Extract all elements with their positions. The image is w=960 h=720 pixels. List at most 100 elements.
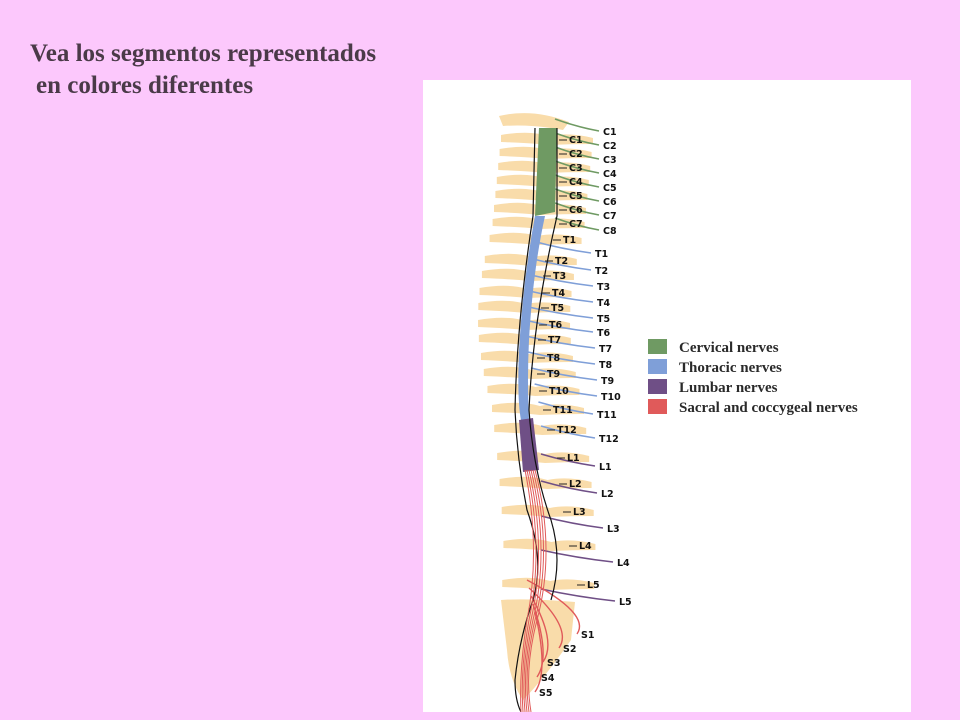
- vertebra-label: L4: [579, 541, 592, 552]
- nerve-label: C1: [603, 127, 617, 138]
- nerve-root: [554, 146, 600, 160]
- nerve-root-sacral: [530, 595, 549, 663]
- vertebra-label: T6: [549, 320, 562, 331]
- slide-title: Vea los segmentos representados en color…: [30, 38, 376, 102]
- nerve-label: T7: [599, 344, 612, 355]
- vertebra-label: L3: [573, 507, 586, 518]
- nerve-label: L2: [601, 489, 614, 500]
- atlas-bone: [499, 113, 569, 130]
- nerve-label-sacral: S3: [547, 658, 560, 669]
- nerve-root: [554, 217, 600, 231]
- vertebra-label: T4: [552, 288, 565, 299]
- nerve-label: T12: [599, 434, 619, 445]
- nerve-label: T4: [597, 298, 610, 309]
- vertebra-L5: [502, 577, 595, 590]
- nerve-root: [540, 515, 604, 529]
- nerve-root: [538, 401, 594, 415]
- vertebra-label: T2: [555, 256, 568, 267]
- nerve-label: T1: [595, 249, 608, 260]
- vertebra-label: C1: [569, 135, 583, 146]
- cord-lumbar: [519, 418, 539, 472]
- nerve-label: T3: [597, 282, 610, 293]
- nerve-label: C7: [603, 211, 617, 222]
- nerve-root: [540, 480, 598, 494]
- legend-swatch-thoracic: [648, 359, 667, 374]
- vertebra-label: C5: [569, 191, 583, 202]
- legend-swatch-sacral: [648, 399, 667, 414]
- vertebra-label: C2: [569, 149, 583, 160]
- nerve-root-sacral: [528, 587, 564, 649]
- cauda-strand: [520, 469, 535, 712]
- nerve-label: C3: [603, 155, 617, 166]
- nerve-root: [554, 174, 600, 188]
- nerve-label: C2: [603, 141, 617, 152]
- legend: Cervical nerves Thoracic nerves Lumbar n…: [648, 339, 858, 416]
- vertebra-label: C7: [569, 219, 583, 230]
- vertebra-label: T3: [553, 271, 566, 282]
- nerve-root: [527, 351, 596, 365]
- vertebra-T10: [487, 383, 580, 396]
- nerve-label: T2: [595, 266, 608, 277]
- nerve-label: T10: [601, 392, 621, 403]
- vertebra-T9: [483, 366, 576, 379]
- nerve-label: T8: [599, 360, 612, 371]
- title-line-2: en colores diferentes: [36, 72, 254, 99]
- vertebra-label: T1: [563, 235, 576, 246]
- nerve-label: L3: [607, 524, 620, 535]
- nerve-label: L1: [599, 462, 612, 473]
- vertebra-label: C6: [569, 205, 583, 216]
- nerve-label-sacral: S4: [541, 673, 555, 684]
- nerve-label: T11: [597, 410, 617, 421]
- vertebra-label: T10: [549, 386, 569, 397]
- nerve-label-sacral: S1: [581, 630, 594, 641]
- nerve-root: [534, 383, 598, 397]
- vertebra-label: C3: [569, 163, 583, 174]
- cauda-strand: [523, 469, 540, 712]
- nerve-label: C4: [603, 169, 617, 180]
- cord-cervical: [535, 128, 557, 216]
- spinal-cord-group: [514, 127, 558, 712]
- nerve-label: L4: [617, 558, 630, 569]
- nerve-root: [524, 319, 594, 333]
- nerve-label: T5: [597, 314, 610, 325]
- nerve-root: [554, 132, 600, 146]
- nerve-root: [540, 549, 614, 563]
- nerve-root: [540, 425, 596, 439]
- cauda-strand: [524, 469, 542, 712]
- nerve-root: [540, 453, 596, 467]
- nerve-root: [540, 588, 616, 602]
- nerve-label: L5: [619, 597, 632, 608]
- vertebra-label: C4: [569, 177, 583, 188]
- vertebra-label: T11: [553, 405, 573, 416]
- nerve-label-sacral: S5: [539, 688, 552, 699]
- title-line-1: Vea los segmentos representados: [30, 40, 377, 67]
- nerve-label: C5: [603, 183, 617, 194]
- vertebra-L4: [503, 538, 596, 551]
- legend-label-sacral: Sacral and coccygeal nerves: [679, 400, 858, 416]
- cauda-strand: [521, 469, 537, 712]
- vertebra-label: L1: [567, 453, 580, 464]
- legend-swatch-cervical: [648, 339, 667, 354]
- legend-label-cervical: Cervical nerves: [679, 340, 779, 356]
- cauda-strand: [528, 469, 547, 712]
- nerve-root: [530, 367, 598, 381]
- dura-left: [514, 127, 539, 712]
- legend-label-lumbar: Lumbar nerves: [679, 380, 778, 396]
- nerve-label: C8: [603, 226, 617, 237]
- nerve-root: [554, 188, 600, 202]
- vertebra-label: L2: [569, 479, 582, 490]
- nerve-label: T9: [601, 376, 614, 387]
- nerve-label: C6: [603, 197, 617, 208]
- vertebra-label: L5: [587, 580, 600, 591]
- vertebra-label: T9: [547, 369, 560, 380]
- vertebra-label: T8: [547, 353, 560, 364]
- nerve-root: [554, 160, 600, 174]
- vertebra-label: T7: [548, 335, 561, 346]
- nerve-label-sacral: S2: [563, 644, 576, 655]
- cauda-strand: [526, 469, 545, 712]
- spine-illustration: C1C2C3C4C5C6C7T1T2T3T4T5T6T7T8T9T10T11T1…: [478, 113, 858, 712]
- nerve-root: [525, 335, 596, 349]
- nerves-group: [523, 118, 616, 693]
- legend-label-thoracic: Thoracic nerves: [679, 360, 782, 376]
